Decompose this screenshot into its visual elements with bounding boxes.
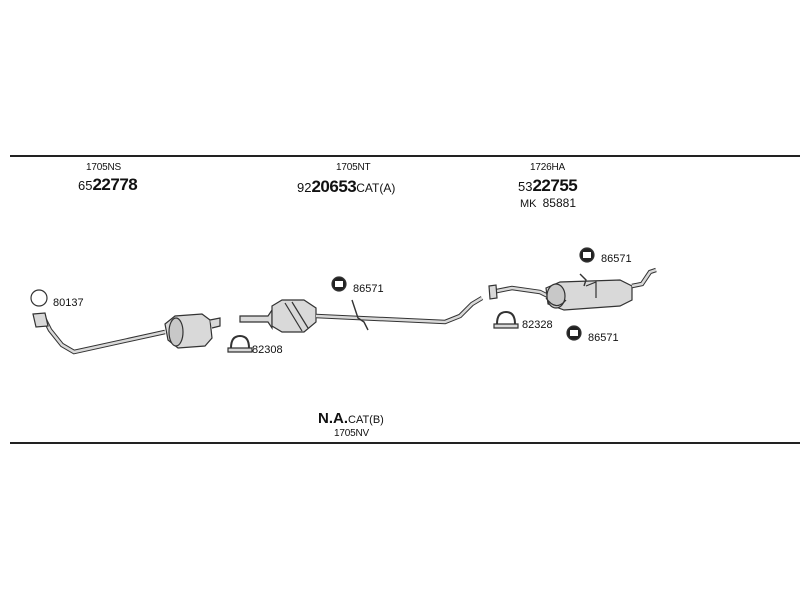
section-3-part-number: 5322755 bbox=[518, 176, 578, 196]
rear-flange bbox=[488, 284, 498, 300]
part-code-80137: 80137 bbox=[53, 297, 84, 309]
sensor-bracket bbox=[351, 299, 369, 331]
section-2-prefix: 92 bbox=[297, 180, 312, 195]
section-1-prefix: 65 bbox=[78, 178, 93, 193]
section-2-number: 20653 bbox=[311, 177, 357, 196]
catalytic-converter bbox=[239, 299, 317, 333]
section-3-prefix: 53 bbox=[518, 179, 533, 194]
clamp-86571-top bbox=[579, 247, 595, 263]
part-code-82308: 82308 bbox=[252, 344, 283, 356]
front-flange bbox=[32, 312, 49, 328]
section-1-ref: 1705NS bbox=[86, 162, 121, 173]
clamp-86571-bottom bbox=[566, 325, 582, 341]
section-3-number: 22755 bbox=[532, 176, 578, 195]
section-3-mk-number: MK 85881 bbox=[520, 196, 576, 210]
section-2-suffix: CAT(A) bbox=[356, 181, 396, 195]
section-3-mk-value: 85881 bbox=[542, 196, 576, 210]
top-frame-line bbox=[10, 155, 800, 157]
footer-ref: 1705NV bbox=[334, 428, 369, 439]
section-1-part-number: 6522778 bbox=[78, 175, 138, 195]
section-1-number: 22778 bbox=[92, 175, 138, 194]
footer-na-label: N.A.CAT(B) bbox=[318, 410, 384, 427]
section-3-mk-prefix: MK bbox=[520, 198, 537, 210]
section-3-ref: 1726HA bbox=[530, 162, 565, 173]
part-code-82328: 82328 bbox=[522, 319, 553, 331]
footer-na-suffix: CAT(B) bbox=[348, 414, 384, 426]
section-2-part-number: 9220653CAT(A) bbox=[297, 177, 395, 197]
section-2-ref: 1705NT bbox=[336, 162, 371, 173]
clamp-82308 bbox=[227, 334, 253, 353]
rear-silencer bbox=[545, 273, 633, 311]
part-code-86571-bottom: 86571 bbox=[588, 332, 619, 344]
part-code-86571-top: 86571 bbox=[601, 253, 632, 265]
clamp-86571-mid bbox=[331, 276, 347, 292]
clamp-82328 bbox=[493, 310, 519, 329]
part-code-86571-mid: 86571 bbox=[353, 283, 384, 295]
bottom-frame-line bbox=[10, 442, 800, 444]
footer-na-main: N.A. bbox=[318, 410, 348, 427]
clamp-ring-80137 bbox=[30, 289, 48, 307]
